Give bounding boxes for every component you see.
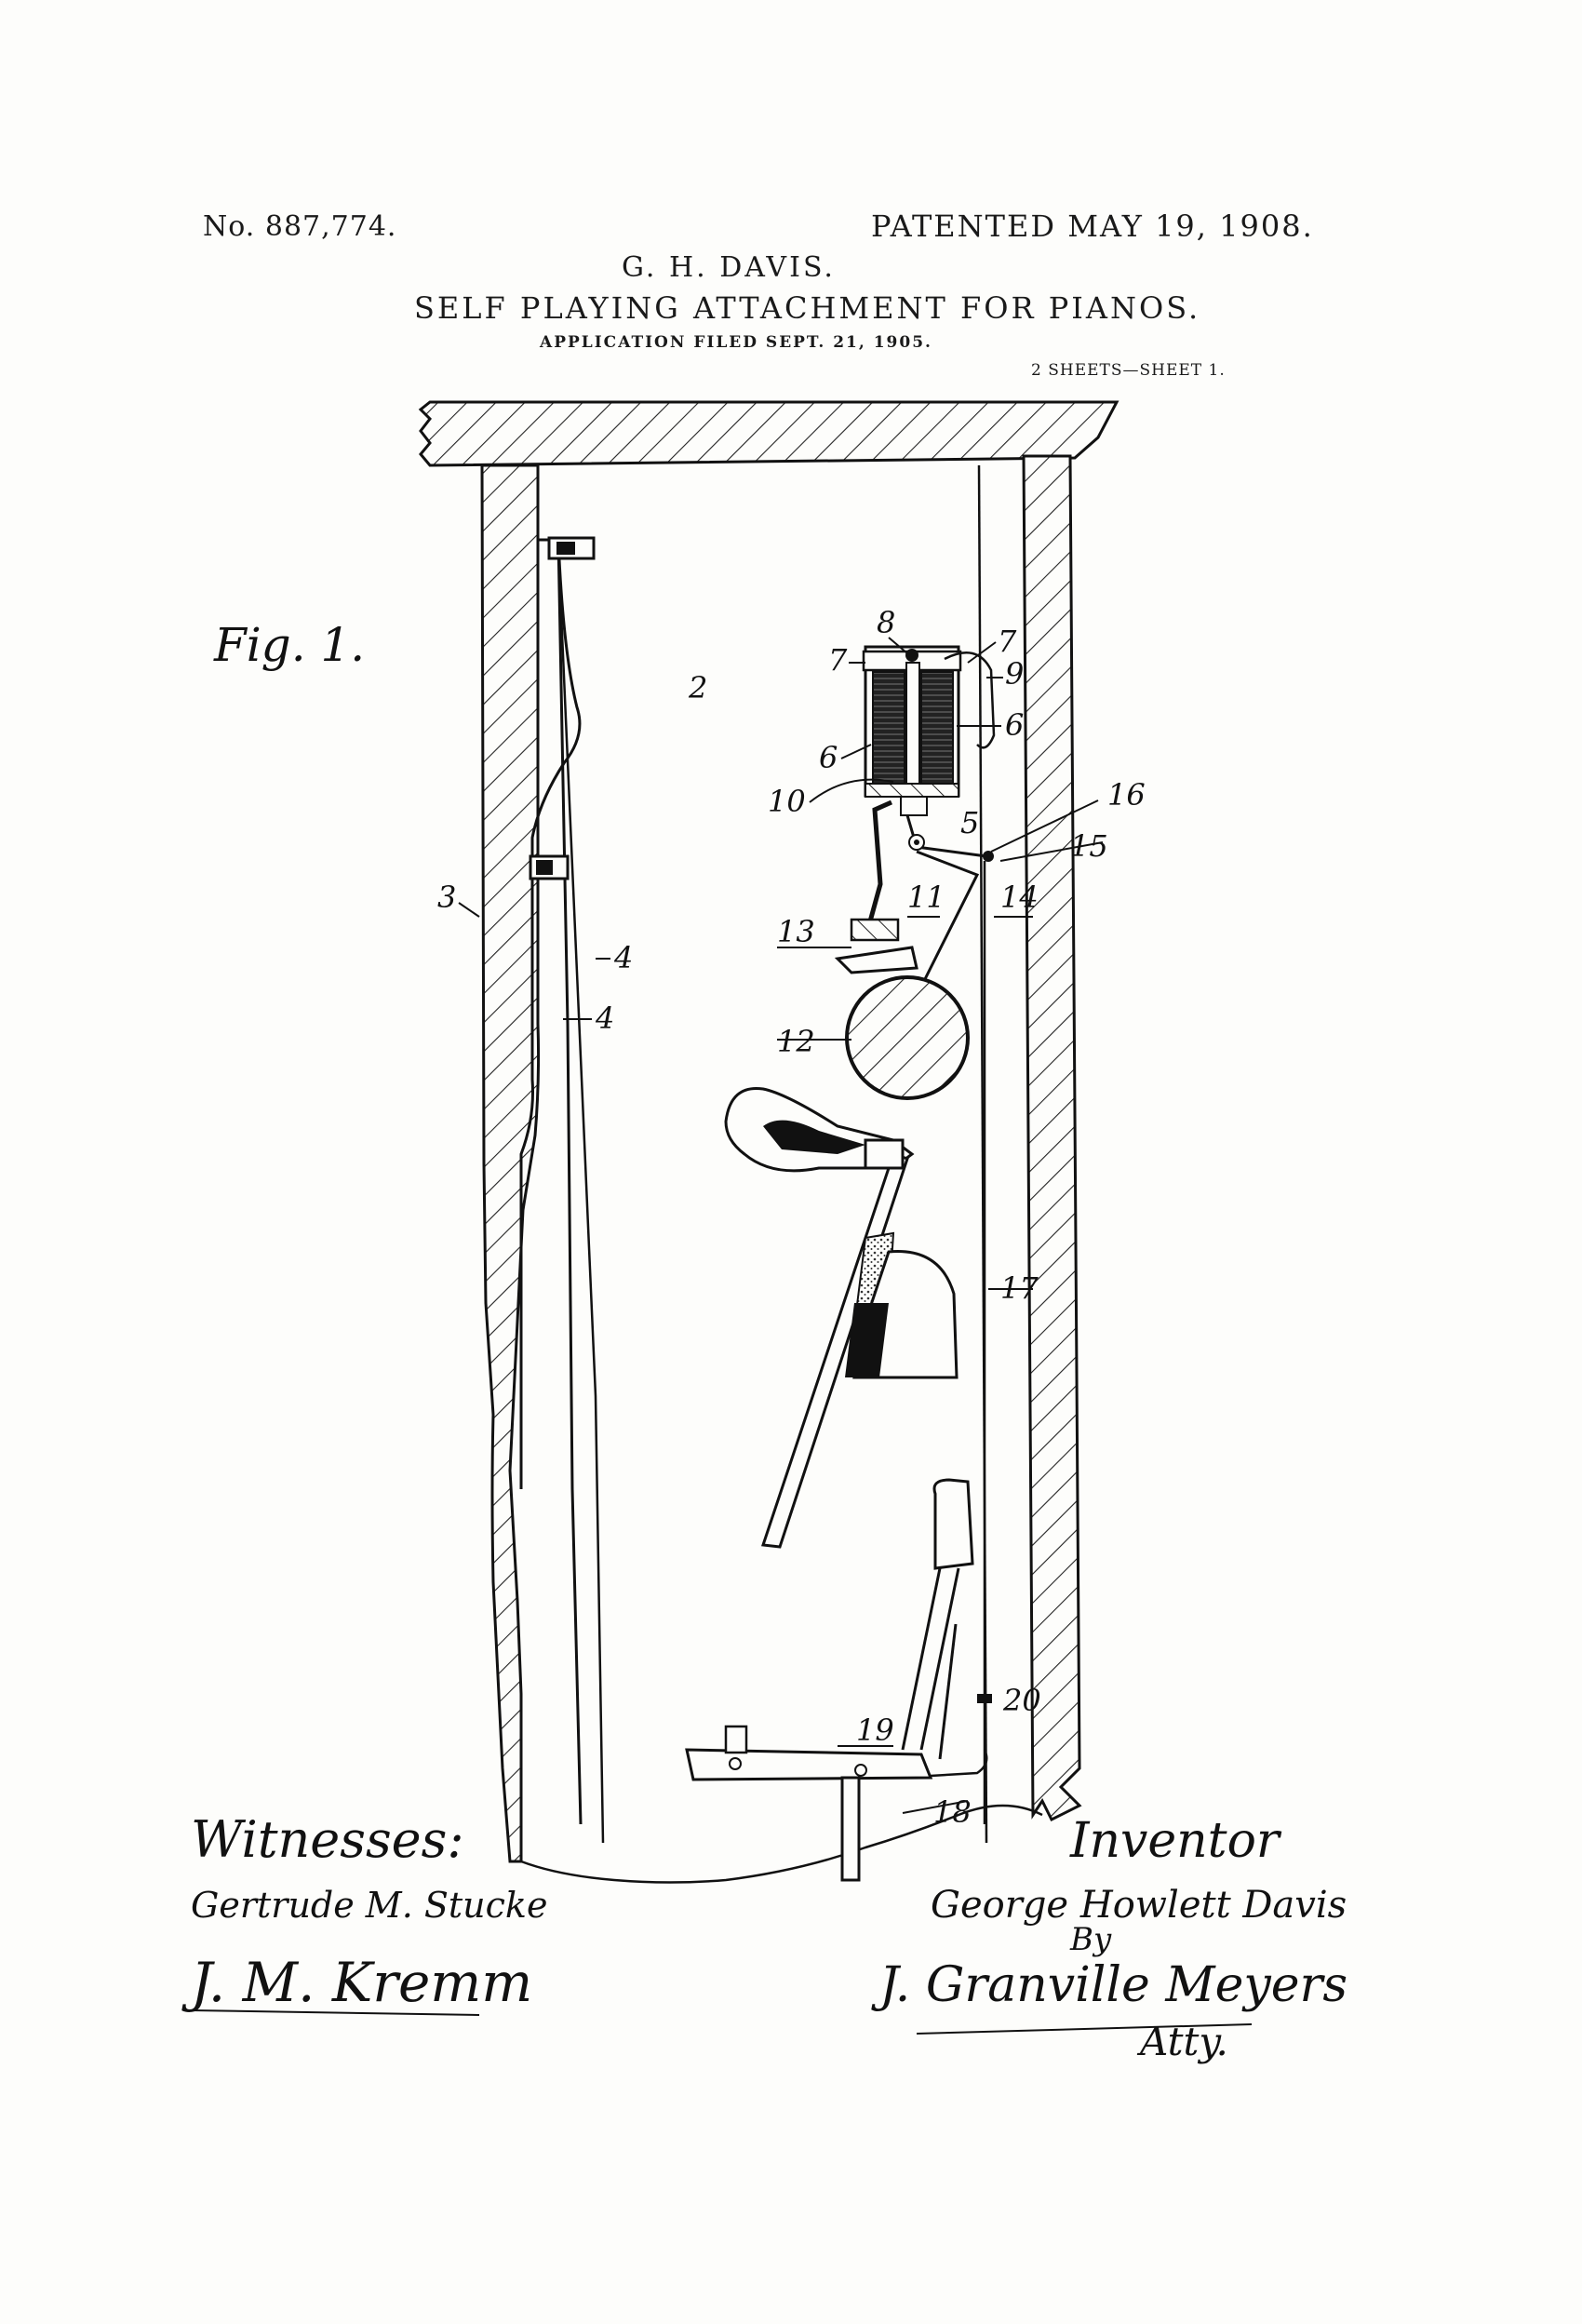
- ref-8: 8: [877, 605, 895, 640]
- witnesses-label: Witnesses:: [191, 1810, 464, 1869]
- break-line: [520, 1804, 1043, 1884]
- witness-1-signature: Gertrude M. Stucke: [191, 1885, 547, 1926]
- signature-block: Witnesses: Gertrude M. Stucke J. M. Krem…: [181, 1810, 1347, 2064]
- ref-6a: 6: [819, 740, 838, 775]
- right-case-wall: [977, 454, 1082, 1844]
- ref-19: 19: [856, 1713, 894, 1748]
- patent-number: No. 887,774.: [203, 210, 397, 243]
- patent-date: PATENTED MAY 19, 1908.: [871, 208, 1314, 244]
- ref-4a: 4: [613, 940, 633, 975]
- ref-12: 12: [777, 1024, 815, 1059]
- inventor-signature: George Howlett Davis: [931, 1884, 1347, 1927]
- ref-5: 5: [960, 805, 979, 840]
- reference-numerals: 2 3 4 4 5 6 6 7 7 8 9 10 11 12 1: [437, 605, 1146, 1830]
- ref-14: 14: [1000, 880, 1039, 915]
- ref-4b: 4: [595, 1001, 614, 1036]
- inventor-name: G. H. DAVIS.: [622, 251, 836, 284]
- by-label: By: [1069, 1921, 1112, 1958]
- ref-6b: 6: [1005, 707, 1024, 743]
- armature-lever: [834, 799, 994, 1824]
- sound-board: [519, 536, 605, 1844]
- ref-15: 15: [1070, 828, 1108, 864]
- ref-3: 3: [437, 880, 456, 915]
- ref-18: 18: [933, 1794, 972, 1830]
- application-filed: APPLICATION FILED SEPT. 21, 1905.: [540, 333, 932, 352]
- hammer-assembly: [724, 1086, 959, 1549]
- sheet-count: 2 SHEETS—SHEET 1.: [1031, 361, 1226, 380]
- ref-10: 10: [768, 784, 806, 819]
- figure-label: Fig. 1.: [213, 618, 365, 672]
- ref-2: 2: [688, 670, 707, 705]
- roller: [845, 975, 970, 1100]
- attorney-signature: J. Granville Meyers: [871, 1957, 1347, 2013]
- left-case-wall: [480, 463, 541, 1863]
- ref-9: 9: [1005, 656, 1024, 692]
- ref-13: 13: [777, 914, 815, 949]
- ref-7a: 7: [828, 642, 848, 678]
- top-board: [418, 400, 1119, 467]
- ref-7b: 7: [998, 624, 1017, 659]
- ref-20: 20: [1002, 1683, 1041, 1718]
- electromagnet-assembly: [862, 645, 996, 816]
- witness-2-signature: J. M. Kremm: [181, 1951, 532, 2014]
- ref-16: 16: [1107, 777, 1146, 813]
- patent-title: SELF PLAYING ATTACHMENT FOR PIANOS.: [414, 290, 1201, 326]
- key-assembly: [685, 1478, 992, 1882]
- inventor-label: Inventor: [1069, 1813, 1282, 1869]
- ref-11: 11: [907, 880, 945, 915]
